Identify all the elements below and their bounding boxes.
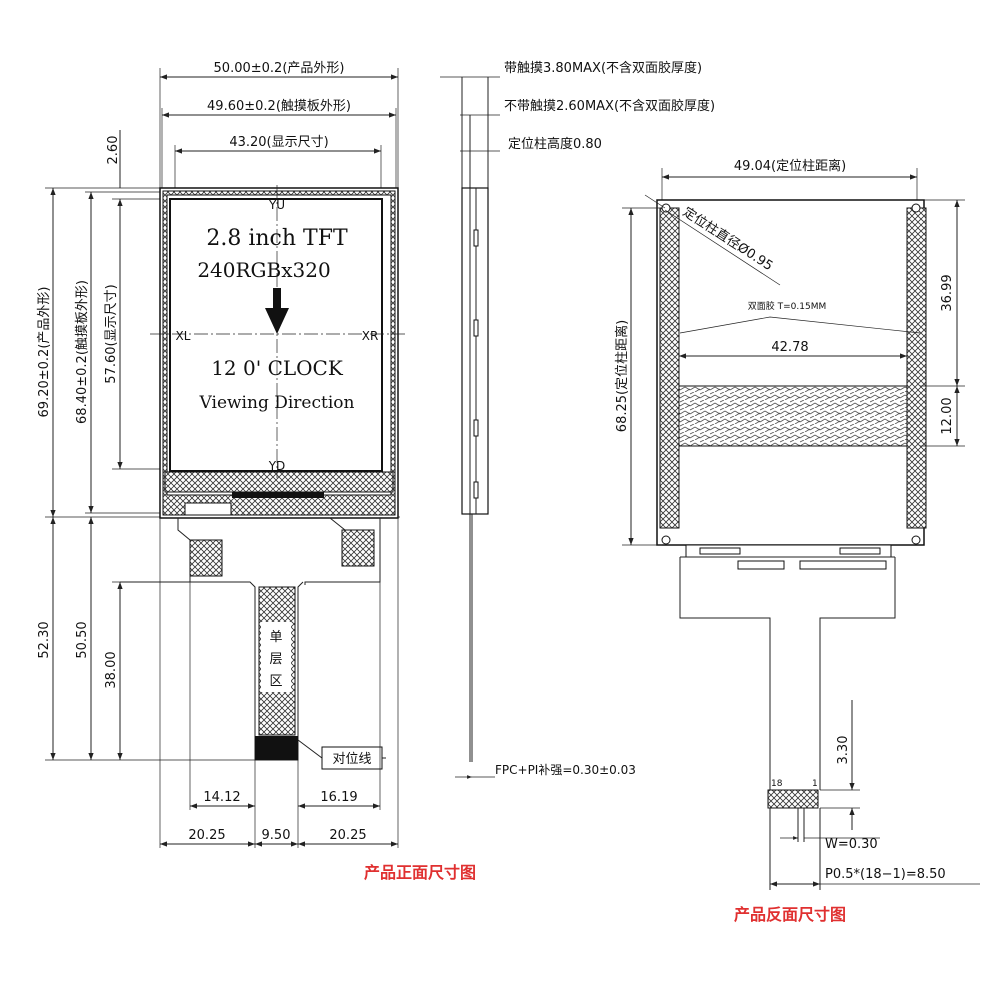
- front-view-title: 产品正面尺寸图: [364, 863, 476, 882]
- side-fpc-thickness: FPC+PI补强=0.30±0.03: [495, 763, 636, 777]
- back-post-distance-height: 68.25(定位柱距离): [614, 320, 630, 432]
- side-view: [440, 76, 500, 779]
- back-width: W=0.30: [825, 837, 878, 852]
- back-dim-330: 3.30: [836, 736, 851, 765]
- back-dim-4278: 42.78: [771, 340, 808, 355]
- dim-fpc-1412: 14.12: [203, 790, 240, 805]
- single-layer-char-1: 单: [269, 630, 282, 645]
- side-with-touch-thickness: 带触摸3.80MAX(不含双面胶厚度): [504, 60, 702, 76]
- dim-outline-width: 50.00±0.2(产品外形): [214, 61, 345, 76]
- resolution-text: 240RGBx320: [197, 258, 330, 282]
- dim-fpc-5050: 50.50: [75, 621, 90, 658]
- clock-text: 12 0' CLOCK: [211, 356, 344, 380]
- display-area: [169, 198, 383, 472]
- viewing-direction-text: Viewing Direction: [199, 393, 355, 413]
- back-pin-18: 18: [771, 779, 783, 789]
- back-pin-1: 1: [812, 779, 818, 789]
- dim-fpc-2025-right: 20.25: [329, 828, 366, 843]
- back-dim-3699: 36.99: [940, 274, 955, 311]
- label-yu: YU: [268, 198, 285, 212]
- dim-display-width: 43.20(显示尺寸): [229, 135, 328, 150]
- back-view-title: 产品反面尺寸图: [734, 905, 846, 924]
- back-tape-label: 双面胶 T=0.15MM: [748, 300, 826, 312]
- dim-fpc-1619: 16.19: [320, 790, 357, 805]
- screen-size-text: 2.8 inch TFT: [206, 226, 348, 251]
- align-line-label: 对位线: [332, 752, 371, 767]
- dim-touch-width: 49.60±0.2(触摸板外形): [207, 99, 351, 114]
- label-xr: XR: [362, 329, 379, 343]
- dim-fpc-5230: 52.30: [37, 621, 52, 658]
- dim-fpc-3800: 38.00: [104, 651, 119, 688]
- side-without-touch-thickness: 不带触摸2.60MAX(不含双面胶厚度): [504, 98, 715, 114]
- side-post-height: 定位柱高度0.80: [508, 136, 602, 152]
- back-dim-1200: 12.00: [940, 397, 955, 434]
- dim-fpc-2025-left: 20.25: [188, 828, 225, 843]
- back-post-distance-width: 49.04(定位柱距离): [734, 158, 846, 174]
- back-pitch: P0.5*(18−1)=8.50: [825, 867, 946, 882]
- dim-fpc-950: 9.50: [262, 828, 291, 843]
- dim-top-gap: 2.60: [106, 136, 121, 165]
- front-view: [45, 68, 405, 848]
- single-layer-char-3: 区: [269, 674, 282, 689]
- label-xl: XL: [176, 329, 191, 343]
- single-layer-char-2: 层: [269, 652, 282, 667]
- dim-touch-height: 68.40±0.2(触摸板外形): [75, 280, 90, 424]
- dim-outline-height: 69.20±0.2(产品外形): [37, 287, 52, 418]
- label-yd: YD: [268, 459, 286, 473]
- back-view: [622, 168, 980, 890]
- dim-display-height: 57.60(显示尺寸): [104, 284, 119, 383]
